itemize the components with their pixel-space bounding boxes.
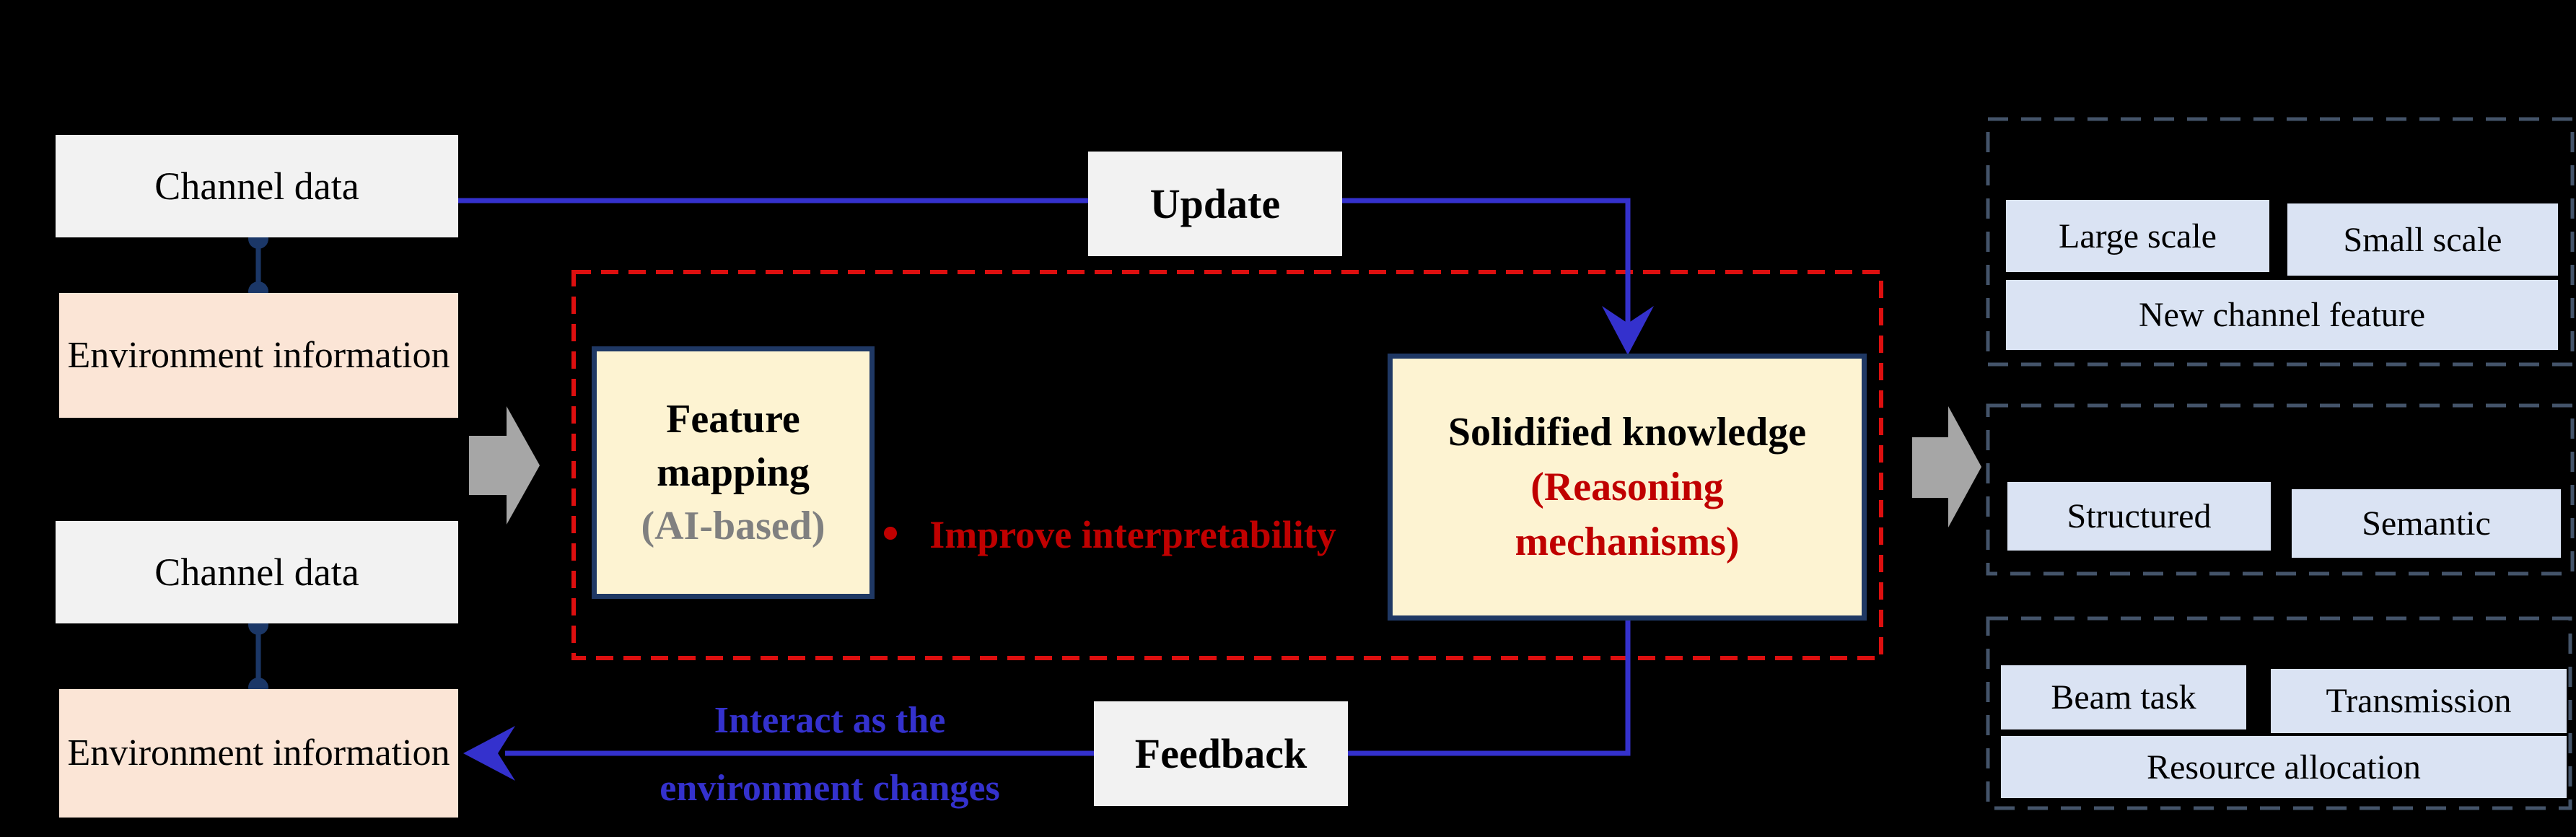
right-flow-arrow-icon [1912, 406, 1981, 527]
solidified-title: Solidified knowledge [1447, 410, 1807, 455]
output-beam-task-label: Beam task [2051, 678, 2196, 717]
feature-mapping-subtitle: (AI-based) [641, 504, 825, 548]
output-new-channel-feature-box: New channel feature [2006, 280, 2558, 350]
output-resource-allocation-label: Resource allocation [2147, 748, 2421, 786]
channel-data-top-box: Channel data [56, 135, 458, 237]
channel-data-top-label: Channel data [154, 165, 359, 208]
update-flow-line [458, 198, 1631, 326]
channel-data-bottom-label: Channel data [154, 551, 359, 594]
improve-interpretability-label: Improve interpretability [929, 513, 1336, 556]
feature-mapping-line2: mapping [657, 450, 810, 495]
environment-info-bottom-label: Environment information [67, 732, 450, 774]
left-flow-arrow-icon [469, 406, 540, 525]
output-transmission-label: Transmission [2326, 682, 2512, 720]
environment-info-top-box: Environment information [59, 293, 458, 418]
feature-mapping-box: Feature mapping (AI-based) [592, 346, 875, 599]
solidified-subtitle-line2: mechanisms) [1515, 520, 1740, 564]
output-large-scale-label: Large scale [2059, 216, 2217, 255]
channel-data-bottom-box: Channel data [56, 521, 458, 623]
knowledge-dashed-container [1986, 403, 2575, 576]
output-structured-label: Structured [2067, 497, 2212, 535]
tasks-dashed-container [1986, 616, 2572, 810]
feedback-flow-label-box: Feedback [1094, 701, 1348, 806]
environment-info-bottom-box: Environment information [59, 689, 458, 818]
output-semantic-label: Semantic [2362, 504, 2491, 543]
update-label: Update [1149, 180, 1281, 227]
interact-note-line1: Interact as the [714, 700, 946, 741]
output-small-scale-box: Small scale [2287, 203, 2558, 276]
interact-note-line2: environment changes [660, 768, 1000, 809]
environment-info-top-label: Environment information [67, 334, 450, 376]
solidified-subtitle-line1: (Reasoning [1530, 465, 1724, 509]
features-dashed-container [1986, 117, 2575, 367]
solidified-knowledge-box: Solidified knowledge (Reasoning mechanis… [1388, 354, 1867, 621]
red-dashed-region [571, 270, 1883, 660]
output-resource-allocation-box: Resource allocation [2001, 736, 2567, 798]
feedback-label: Feedback [1134, 730, 1307, 777]
output-semantic-box: Semantic [2292, 489, 2561, 558]
output-new-channel-feature-label: New channel feature [2138, 296, 2426, 334]
improve-interpretability-note: Improve interpretability [916, 509, 1349, 560]
connector-bottom-dumbbell [248, 615, 268, 698]
connector-top-dumbbell [248, 229, 268, 302]
output-beam-task-box: Beam task [2001, 665, 2246, 729]
output-small-scale-label: Small scale [2343, 220, 2502, 259]
output-structured-box: Structured [2007, 482, 2271, 551]
output-transmission-box: Transmission [2271, 669, 2567, 733]
update-arrowhead-icon [1602, 306, 1654, 355]
interact-note: Interact as the environment changes [621, 687, 1039, 823]
feedback-flow-line [505, 621, 1631, 756]
update-flow-label-box: Update [1088, 152, 1342, 256]
feedback-arrowhead-icon [463, 726, 515, 781]
output-large-scale-box: Large scale [2006, 200, 2269, 272]
feature-mapping-line1: Feature [666, 397, 800, 442]
